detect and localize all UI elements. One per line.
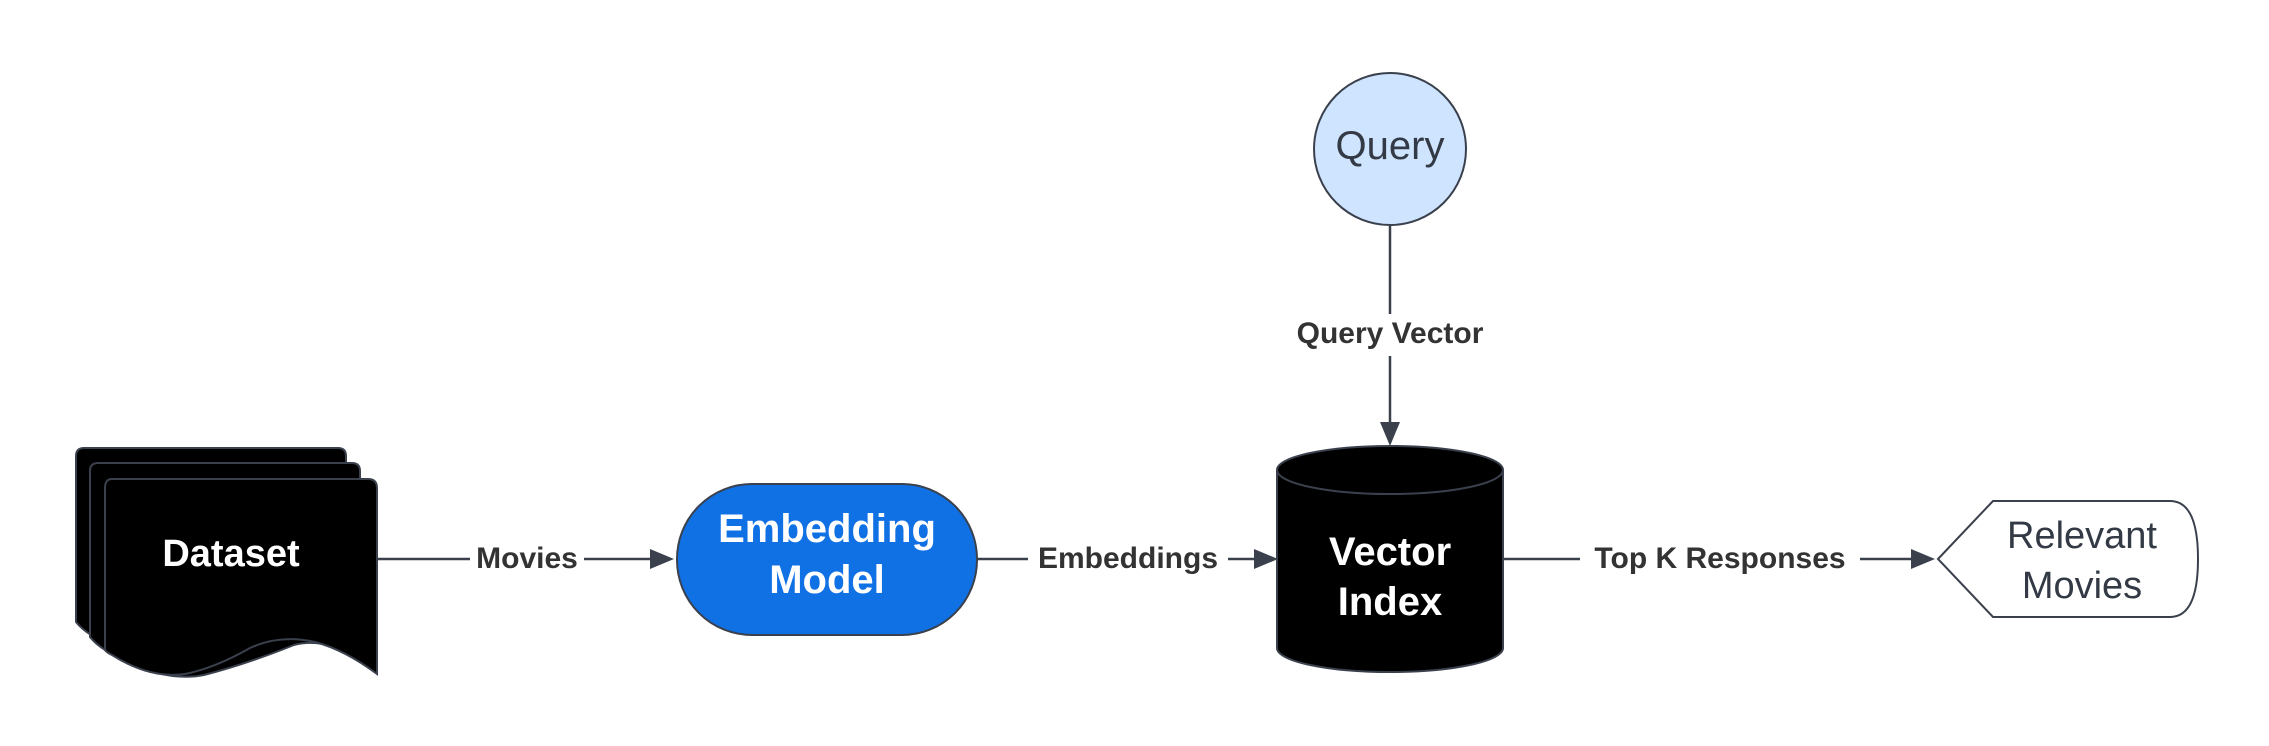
vector-index-cylinder-top xyxy=(1276,445,1504,495)
edge-embeddings: Embeddings xyxy=(977,542,1278,575)
vector-index-cylinder-body xyxy=(1276,470,1504,673)
arrow-head-icon xyxy=(1380,422,1400,446)
arrow-head-icon xyxy=(650,549,674,569)
arrow-head-icon xyxy=(1911,549,1935,569)
embedding-model-label-line2: Model xyxy=(769,558,885,602)
vector-index-label-line1: Vector xyxy=(1329,530,1451,574)
vector-index-node[interactable]: Vector Index xyxy=(1276,445,1504,673)
query-label: Query xyxy=(1336,124,1445,168)
edge-top-k-responses: Top K Responses xyxy=(1503,542,1935,575)
relevant-movies-label-line2: Movies xyxy=(2022,565,2142,607)
relevant-movies-label-line1: Relevant xyxy=(2007,515,2157,557)
edge-label-query-vector: Query Vector xyxy=(1297,317,1484,350)
edge-movies: Movies xyxy=(377,542,674,575)
dataset-node[interactable]: Dataset xyxy=(75,447,378,678)
relevant-movies-display-shape xyxy=(1936,500,2200,618)
vector-index-label-line2: Index xyxy=(1338,580,1442,624)
query-node[interactable]: Query xyxy=(1313,72,1467,226)
relevant-movies-node[interactable]: Relevant Movies xyxy=(1936,500,2200,618)
edge-label-top-k-responses: Top K Responses xyxy=(1594,542,1845,575)
edge-label-movies: Movies xyxy=(476,542,578,575)
edge-query-vector: Query Vector xyxy=(1297,225,1484,446)
edge-label-embeddings: Embeddings xyxy=(1038,542,1218,575)
dataset-label: Dataset xyxy=(162,533,300,575)
embedding-model-node[interactable]: Embedding Model xyxy=(676,483,978,636)
arrow-head-icon xyxy=(1254,549,1278,569)
embedding-model-label-line1: Embedding xyxy=(718,507,936,551)
dataset-document-front xyxy=(104,478,378,676)
